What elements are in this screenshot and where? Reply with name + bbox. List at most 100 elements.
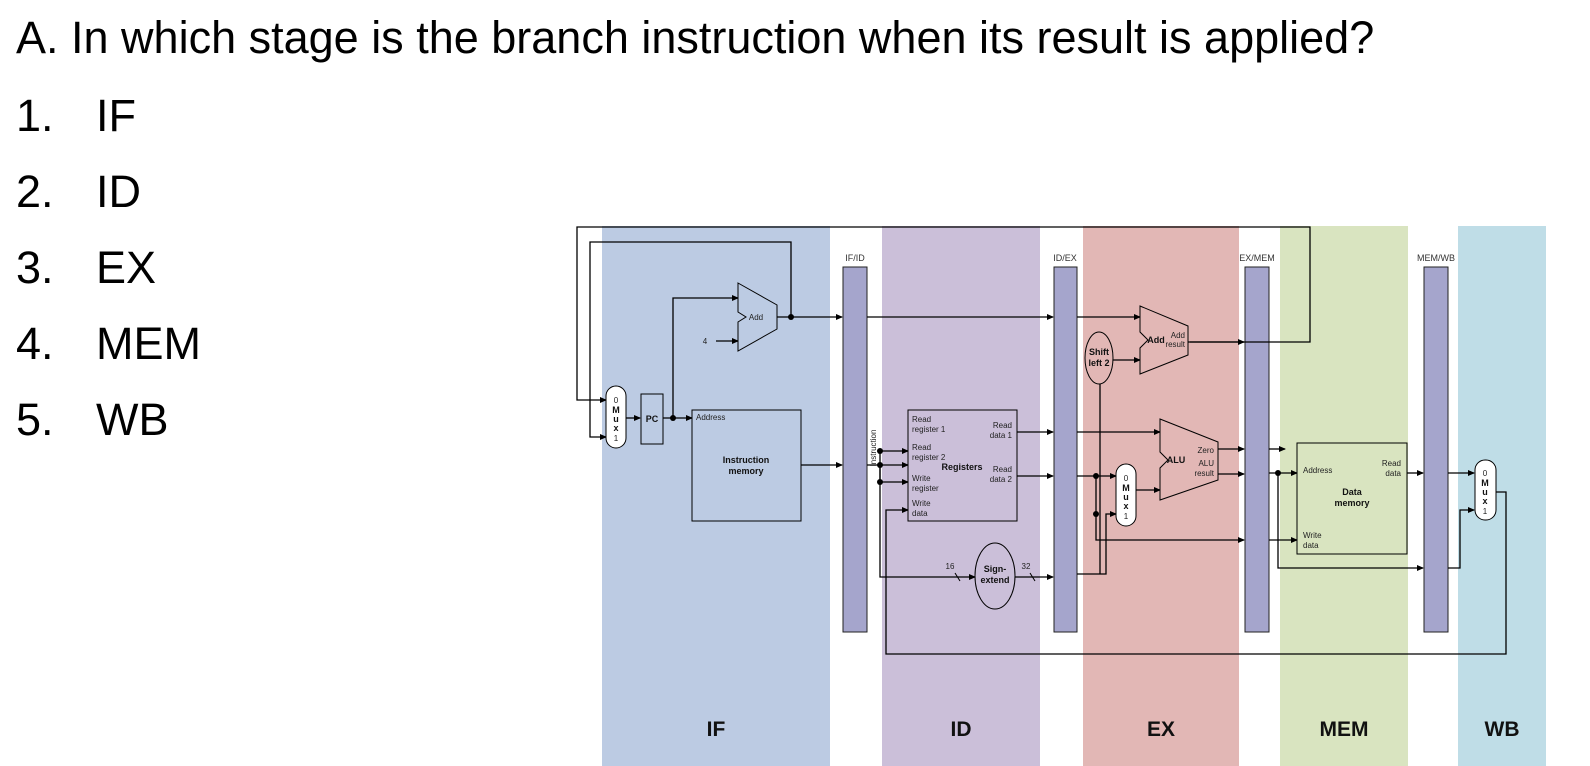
shift-label: Shift [1089, 347, 1109, 357]
answer-option[interactable]: 5. WB [16, 390, 169, 450]
dmem-write-label: Write [1303, 531, 1322, 540]
reg-input-label: data [912, 509, 928, 518]
branch-adder-result-label: result [1165, 340, 1185, 349]
instruction-memory [691, 409, 802, 522]
reg-output-label: data 1 [990, 431, 1013, 440]
dmem-read-label: data [1385, 469, 1401, 478]
stage-label-mem: MEM [1320, 718, 1369, 741]
mux-label: 0 [614, 396, 619, 405]
alu-label: ALU [1167, 455, 1186, 465]
pipeline-register-if-id [842, 266, 868, 633]
mux-label: x [1482, 496, 1487, 506]
reg-input-label: register 2 [912, 453, 946, 462]
option-number: 2. [16, 166, 54, 217]
mux-label: M [1122, 483, 1130, 493]
alu-output-label: Zero [1198, 446, 1215, 455]
dmem-name: Data [1342, 487, 1363, 497]
imem-name: Instruction [723, 455, 770, 465]
reg-input-label: Read [912, 443, 931, 452]
option-number: 4. [16, 318, 54, 369]
alu-output-label: ALU [1198, 459, 1214, 468]
pipeline-register-label: IF/ID [845, 253, 865, 263]
pc-register [640, 393, 664, 445]
mux-label: 1 [1124, 512, 1129, 521]
reg-input-label: Write [912, 474, 931, 483]
stage-label-ex: EX [1147, 718, 1175, 741]
option-number: 3. [16, 242, 54, 293]
mux-label: M [612, 405, 620, 415]
dmem-address-label: Address [1303, 466, 1332, 475]
sign-extend-label: extend [980, 575, 1009, 585]
reg-input-label: Write [912, 499, 931, 508]
pc-label: PC [646, 414, 659, 424]
sign-extend-label: Sign- [984, 564, 1007, 574]
bit-width-label: 32 [1022, 562, 1031, 571]
mux-label: 1 [1483, 507, 1488, 516]
pipeline-register-ex-mem [1244, 266, 1270, 633]
mux-label: u [1482, 487, 1488, 497]
mux-label: u [1123, 492, 1129, 502]
reg-output-label: Read [993, 465, 1012, 474]
mux-label: 0 [1124, 474, 1129, 483]
answer-option[interactable]: 1.IF [16, 86, 136, 146]
alu-mux [1115, 463, 1137, 527]
register-file [907, 409, 1018, 522]
mux-label: u [613, 414, 619, 424]
option-number: 5. [16, 394, 54, 445]
stage-band-wb [1458, 226, 1546, 766]
mux-label: M [1481, 478, 1489, 488]
alu-output-label: result [1194, 469, 1214, 478]
pc-mux [605, 385, 627, 449]
mux-label: x [613, 423, 618, 433]
option-number: 1. [16, 90, 54, 141]
reg-input-label: Read [912, 415, 931, 424]
mux-label: x [1123, 501, 1128, 511]
bit-width-label: 16 [946, 562, 955, 571]
pipeline-register-label: EX/MEM [1239, 253, 1275, 263]
writeback-mux [1474, 459, 1497, 521]
instruction-label: Instruction [869, 430, 878, 467]
dmem-name: memory [1334, 498, 1369, 508]
wire-junctions [670, 314, 1281, 517]
stage-label-if: IF [707, 718, 726, 741]
option-label: MEM [96, 318, 201, 369]
answer-option[interactable]: 2. ID [16, 162, 141, 222]
bus-slash [1029, 572, 1036, 582]
answer-option[interactable]: 3. EX [16, 238, 156, 298]
pc-adder [737, 282, 778, 352]
imem-address-label: Address [696, 413, 725, 422]
reg-output-label: data 2 [990, 475, 1013, 484]
option-label: EX [96, 242, 157, 293]
reg-input-label: register 1 [912, 425, 946, 434]
datapath-wires [576, 226, 1507, 655]
shift-left-2 [1084, 331, 1114, 385]
imem-name: memory [728, 466, 763, 476]
pipeline-register-mem-wb [1423, 266, 1449, 633]
question-text: A. In which stage is the branch instruct… [16, 12, 1375, 63]
pipeline-register-label: ID/EX [1053, 253, 1077, 263]
register-file-name: Registers [941, 462, 982, 472]
dmem-read-label: Read [1382, 459, 1401, 468]
dmem-write-label: data [1303, 541, 1319, 550]
pipeline-register-label: MEM/WB [1417, 253, 1455, 263]
answer-option[interactable]: 4. MEM [16, 314, 201, 374]
adder-label: Add [749, 313, 763, 322]
stage-label-wb: WB [1485, 718, 1520, 741]
shift-label: left 2 [1088, 358, 1109, 368]
branch-adder [1139, 305, 1189, 375]
mux-label: 1 [614, 434, 619, 443]
mux-label: 0 [1483, 469, 1488, 478]
sign-extend [974, 542, 1016, 610]
pipeline-register-id-ex [1053, 266, 1078, 633]
bus-slash [954, 572, 961, 582]
alu [1159, 418, 1219, 501]
data-memory [1296, 442, 1408, 555]
branch-adder-label: Add [1147, 335, 1165, 345]
option-label: WB [96, 394, 169, 445]
option-label: ID [96, 166, 141, 217]
branch-adder-result-label: Add [1171, 331, 1185, 340]
stage-label-id: ID [951, 718, 972, 741]
reg-input-label: register [912, 484, 939, 493]
constant-four: 4 [703, 337, 708, 346]
